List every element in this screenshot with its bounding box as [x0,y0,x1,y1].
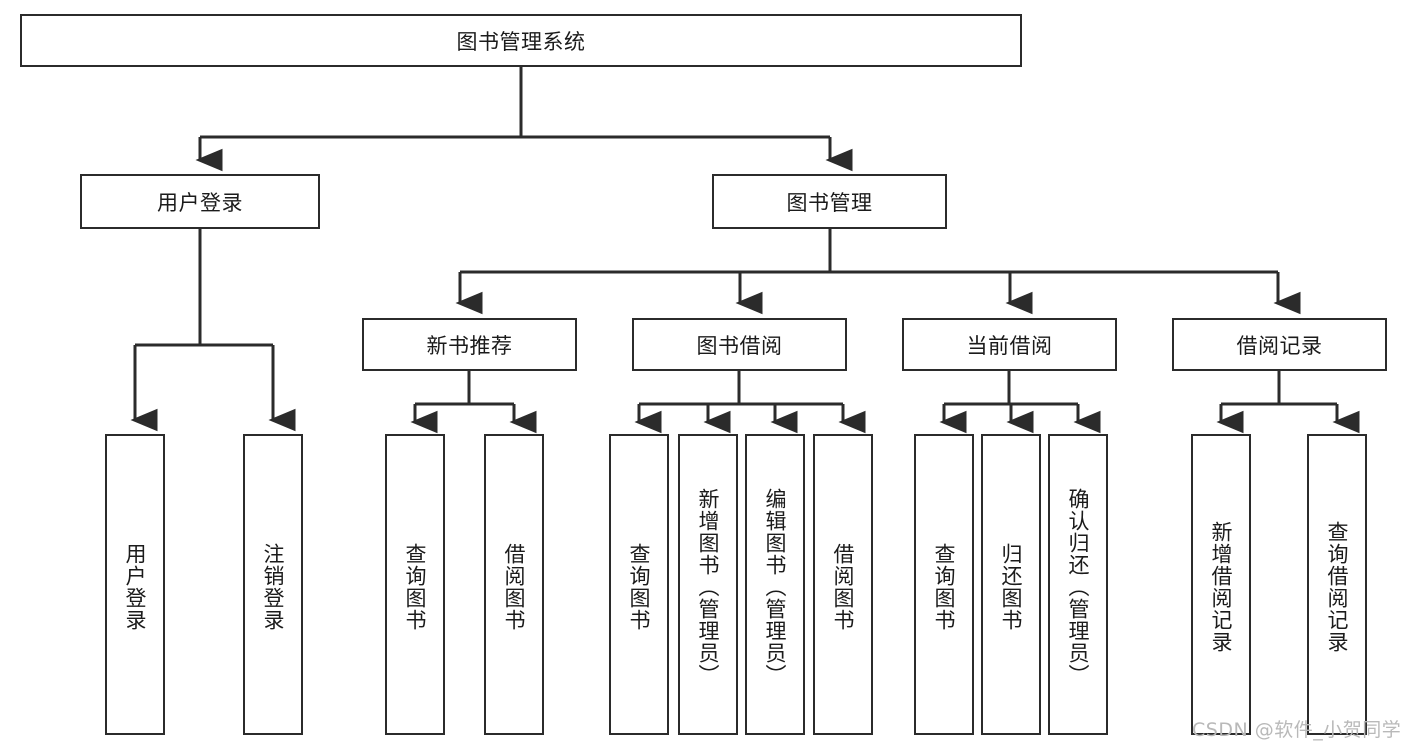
leaf-add-borrow-record[interactable]: 新增借阅记录 [1191,434,1251,735]
node-root-system[interactable]: 图书管理系统 [20,14,1022,67]
node-label: 当前借阅 [966,333,1053,358]
leaf-logout[interactable]: 注销登录 [243,434,303,735]
leaf-edit-book-admin[interactable]: 编辑图书（管理员） [745,434,805,735]
node-borrow-record[interactable]: 借阅记录 [1172,318,1387,371]
node-user-login[interactable]: 用户登录 [80,174,320,229]
node-label: 注销登录 [261,542,286,631]
leaf-borrow-book[interactable]: 借阅图书 [813,434,873,735]
node-label: 图书借阅 [696,333,783,358]
leaf-borrow-book-recommendation[interactable]: 借阅图书 [484,434,544,735]
node-label: 借阅图书 [831,542,856,631]
node-current-borrow[interactable]: 当前借阅 [902,318,1117,371]
node-label: 确认归还（管理员） [1066,487,1091,686]
node-label: 新书推荐 [426,333,513,358]
leaf-user-login[interactable]: 用户登录 [105,434,165,735]
node-book-manage[interactable]: 图书管理 [712,174,947,229]
node-label: 归还图书 [999,542,1024,631]
node-label: 用户登录 [123,542,148,631]
leaf-add-book-admin[interactable]: 新增图书（管理员） [678,434,738,735]
node-label: 用户登录 [157,190,243,215]
node-label: 图书管理系统 [456,29,586,54]
node-label: 编辑图书（管理员） [763,487,788,686]
watermark-credit: CSDN @软件_小贺同学 [1192,719,1402,741]
leaf-return-book[interactable]: 归还图书 [981,434,1041,735]
leaf-query-borrow-record[interactable]: 查询借阅记录 [1307,434,1367,735]
node-label: 查询图书 [627,542,652,631]
node-label: 新增图书（管理员） [696,487,721,686]
node-label: 查询借阅记录 [1325,520,1350,653]
node-book-borrow[interactable]: 图书借阅 [632,318,847,371]
leaf-query-book-current[interactable]: 查询图书 [914,434,974,735]
leaf-confirm-return-admin[interactable]: 确认归还（管理员） [1048,434,1108,735]
node-new-book-recommendation[interactable]: 新书推荐 [362,318,577,371]
node-label: 新增借阅记录 [1209,520,1234,653]
leaf-query-book-borrow[interactable]: 查询图书 [609,434,669,735]
node-label: 查询图书 [932,542,957,631]
node-label: 图书管理 [786,190,873,215]
node-label: 借阅图书 [502,542,527,631]
node-label: 查询图书 [403,542,428,631]
leaf-query-book-recommendation[interactable]: 查询图书 [385,434,445,735]
node-label: 借阅记录 [1236,333,1323,358]
